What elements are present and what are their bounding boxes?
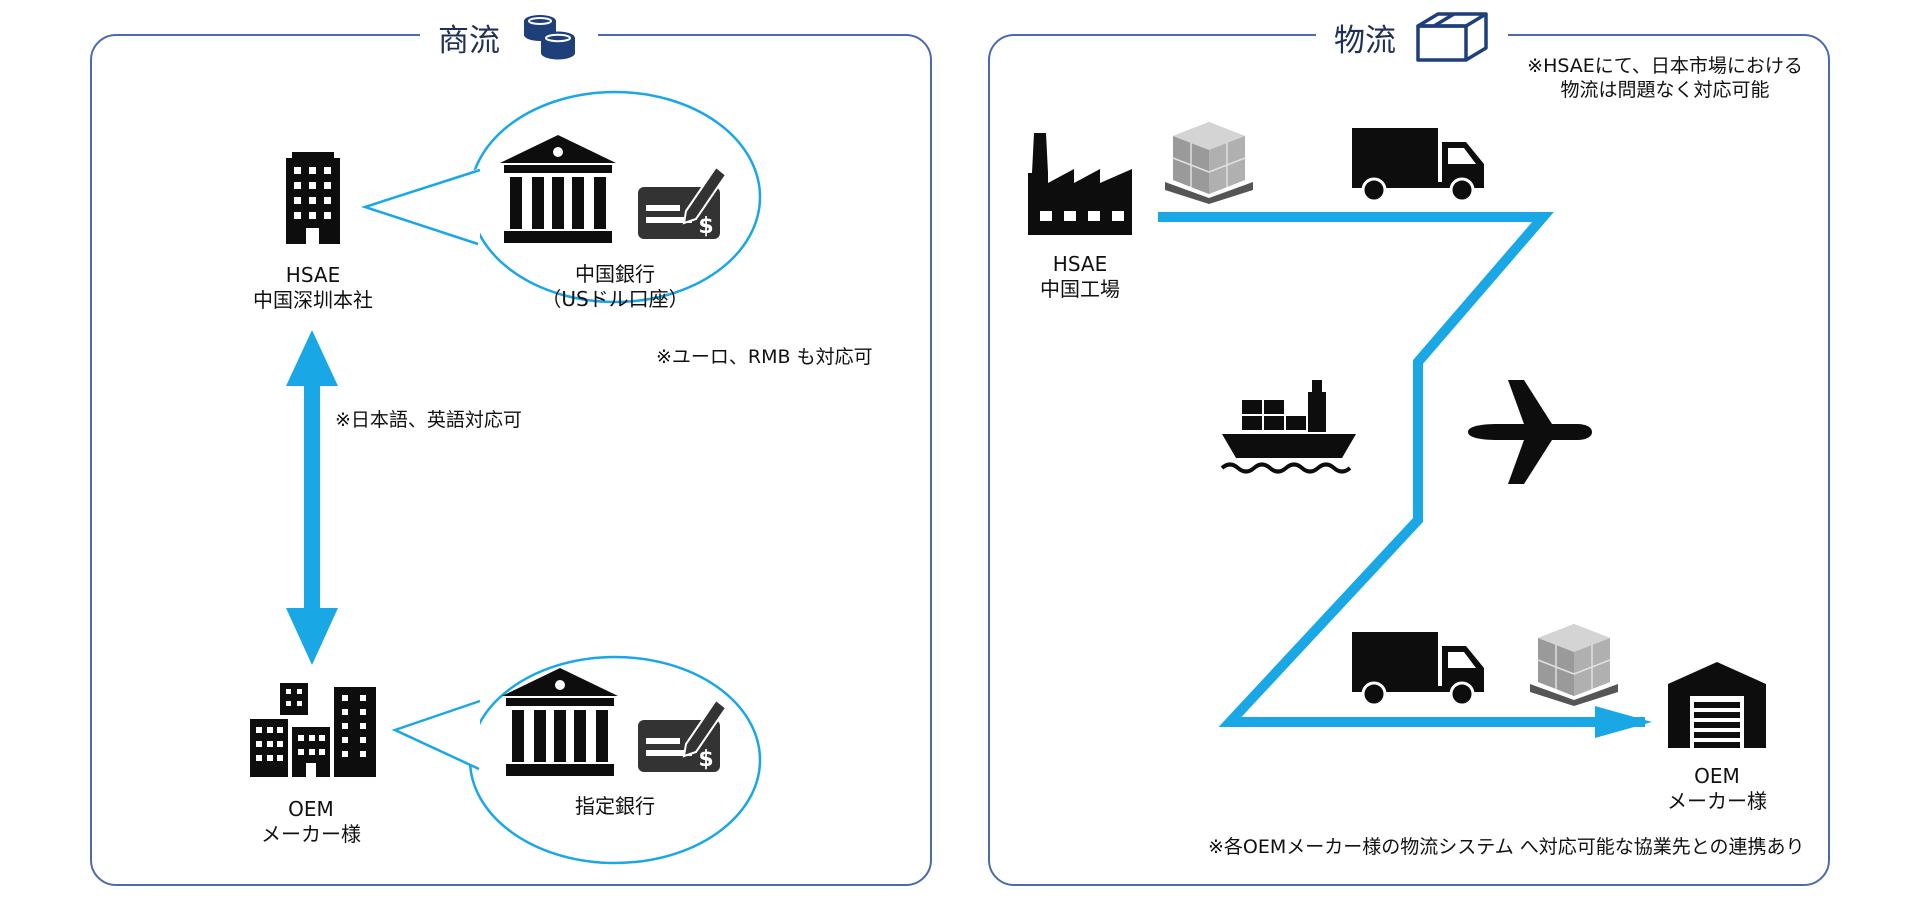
- check-icon: $: [638, 165, 728, 239]
- oem-bank-label: 指定銀行: [575, 794, 655, 818]
- language-note: ※日本語、英語対応可: [335, 409, 522, 431]
- hq-bank-line1: 中国銀行: [575, 262, 655, 286]
- route-line: [1158, 212, 1645, 727]
- market-note-line1: ※HSAEにて、日本市場における: [1527, 55, 1803, 77]
- partner-note: ※各OEMメーカー様の物流システム へ対応可能な協業先との連携あり: [1208, 836, 1805, 858]
- factory-label-line1: HSAE: [1052, 252, 1108, 276]
- oem-label-line1: OEM: [288, 797, 334, 821]
- double-arrow: [286, 330, 338, 665]
- truck-icon: [1352, 128, 1484, 202]
- office-building-icon: [286, 152, 340, 244]
- factory-label-line2: 中国工場: [1040, 277, 1120, 301]
- truck-icon: [1352, 632, 1484, 706]
- hq-label-line2: 中国深圳本社: [253, 288, 373, 312]
- factory-icon: [1028, 133, 1132, 235]
- oem-logistics-label: OEM メーカー様: [1617, 764, 1817, 814]
- bank-icon: [502, 668, 618, 776]
- pallet-icon: [1165, 122, 1253, 204]
- box-icon: [1416, 12, 1488, 62]
- svg-text:$: $: [698, 747, 713, 772]
- airplane-icon: [1468, 380, 1592, 484]
- route-arrowhead: [1595, 706, 1652, 738]
- oem-label-line2: メーカー様: [261, 822, 361, 846]
- market-note: ※HSAEにて、日本市場における 物流は問題なく対応可能: [1520, 54, 1810, 102]
- logistics-title: 物流: [1316, 12, 1508, 62]
- oem-label: OEM メーカー様: [211, 797, 411, 847]
- city-buildings-icon: [250, 683, 376, 777]
- market-note-line2: 物流は問題なく対応可能: [1560, 79, 1770, 101]
- commerce-title-text: 商流: [438, 22, 500, 59]
- hq-bank-label: 中国銀行 （USドル口座）: [515, 262, 715, 312]
- logistics-title-text: 物流: [1334, 22, 1396, 59]
- bank-icon: [500, 135, 616, 243]
- currency-note: ※ユーロ、RMB も対応可: [656, 346, 873, 368]
- warehouse-icon: [1668, 662, 1766, 748]
- hq-label: HSAE 中国深圳本社: [213, 263, 413, 313]
- oem-logistics-line2: メーカー様: [1667, 789, 1767, 813]
- factory-label: HSAE 中国工場: [980, 252, 1180, 302]
- oem-bank-bubble: [391, 655, 762, 865]
- ship-icon: [1220, 380, 1356, 474]
- pallet-icon: [1530, 624, 1618, 706]
- svg-text:$: $: [698, 214, 713, 239]
- commerce-title: 商流: [420, 12, 598, 62]
- coins-icon: [524, 15, 575, 60]
- check-icon: $: [638, 698, 728, 772]
- oem-logistics-line1: OEM: [1694, 764, 1740, 788]
- hq-bank-line2: （USドル口座）: [541, 287, 689, 311]
- hq-label-line1: HSAE: [285, 263, 341, 287]
